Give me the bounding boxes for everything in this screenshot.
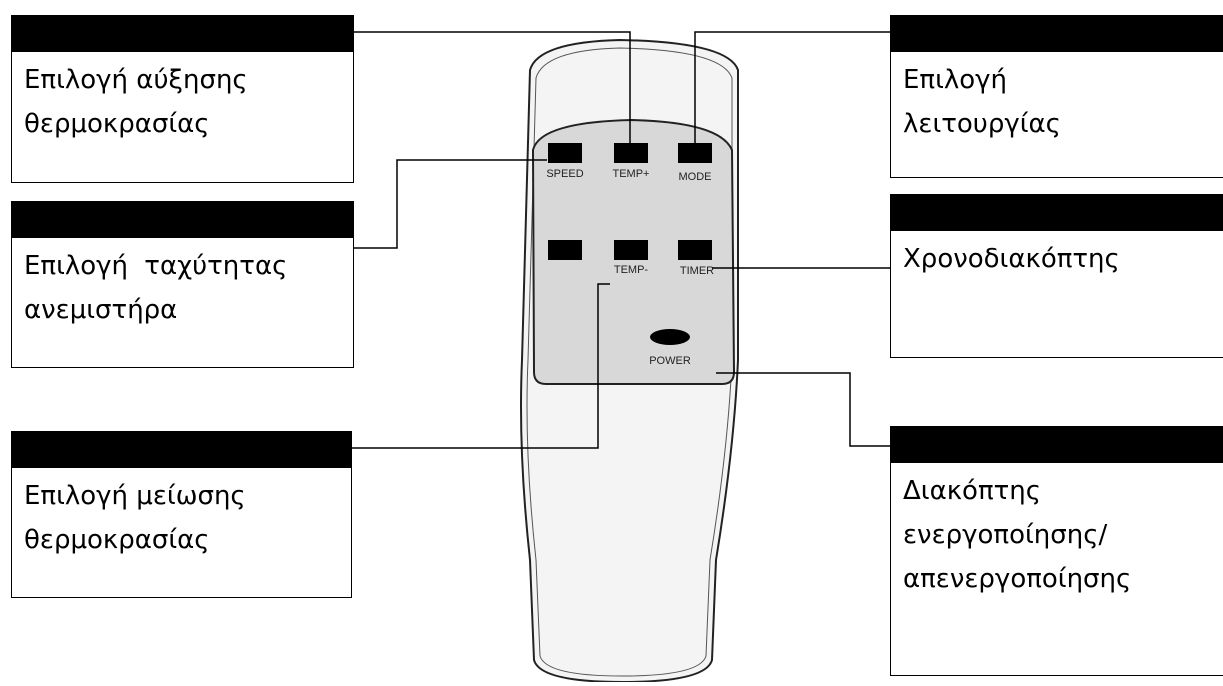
callout-speed: Επιλογή ταχύτητας ανεμιστήρα bbox=[11, 201, 354, 368]
mode-label: MODE bbox=[679, 171, 712, 183]
temp-up-label: TEMP+ bbox=[613, 168, 650, 180]
callout-line: Διακόπτης bbox=[903, 476, 1041, 506]
temp-down-button[interactable] bbox=[614, 240, 648, 260]
callout-text: Χρονοδιακόπτης bbox=[891, 231, 1223, 281]
callout-line: Χρονοδιακόπτης bbox=[903, 244, 1120, 274]
callout-header-bar bbox=[12, 16, 353, 52]
callout-line: Επιλογή ταχύτητας bbox=[24, 251, 288, 281]
callout-power: Διακόπτης ενεργοποίησης/ απενεργοποίησης bbox=[890, 426, 1223, 676]
callout-temp-down: Επιλογή μείωσης θερμοκρασίας bbox=[11, 431, 352, 598]
temp-up-button[interactable] bbox=[614, 143, 648, 163]
callout-line: Επιλογή bbox=[903, 65, 1008, 95]
leader-temp-down bbox=[352, 283, 610, 449]
callout-line: Επιλογή μείωσης bbox=[24, 481, 246, 511]
callout-text: Επιλογή λειτουργίας bbox=[891, 52, 1223, 146]
callout-temp-up: Επιλογή αύξησης θερμοκρασίας bbox=[11, 15, 354, 183]
callout-mode: Επιλογή λειτουργίας bbox=[890, 15, 1223, 178]
power-label: POWER bbox=[649, 355, 691, 367]
callout-line: ανεμιστήρα bbox=[24, 295, 178, 325]
callout-text: Διακόπτης ενεργοποίησης/ απενεργοποίησης bbox=[891, 463, 1223, 601]
power-button[interactable] bbox=[650, 329, 690, 345]
callout-line: Επιλογή αύξησης bbox=[24, 65, 248, 95]
leader-temp-up bbox=[354, 31, 631, 143]
callout-header-bar bbox=[12, 432, 351, 468]
callout-line: θερμοκρασίας bbox=[24, 525, 210, 555]
callout-header-bar bbox=[12, 202, 353, 238]
temp-down-label: TEMP- bbox=[614, 264, 649, 276]
callout-header-bar bbox=[891, 195, 1223, 231]
callout-line: απενεργοποίησης bbox=[903, 564, 1132, 594]
leader-mode bbox=[694, 31, 890, 143]
callout-text: Επιλογή αύξησης θερμοκρασίας bbox=[12, 52, 353, 146]
callout-line: λειτουργίας bbox=[903, 109, 1061, 139]
unlabeled-button[interactable] bbox=[548, 240, 582, 260]
callout-timer: Χρονοδιακόπτης bbox=[890, 194, 1223, 358]
callout-line: ενεργοποίησης/ bbox=[903, 520, 1108, 550]
callout-text: Επιλογή ταχύτητας ανεμιστήρα bbox=[12, 238, 353, 332]
remote-inner-outline bbox=[526, 47, 733, 677]
timer-button[interactable] bbox=[678, 240, 712, 260]
callout-text: Επιλογή μείωσης θερμοκρασίας bbox=[12, 468, 351, 562]
timer-label: TIMER bbox=[680, 265, 714, 277]
speed-label: SPEED bbox=[546, 168, 583, 180]
callout-header-bar bbox=[891, 427, 1223, 463]
leader-power bbox=[716, 372, 890, 447]
callout-line: θερμοκρασίας bbox=[24, 109, 210, 139]
speed-button[interactable] bbox=[548, 143, 582, 163]
mode-button[interactable] bbox=[678, 143, 712, 163]
callout-header-bar bbox=[891, 16, 1223, 52]
